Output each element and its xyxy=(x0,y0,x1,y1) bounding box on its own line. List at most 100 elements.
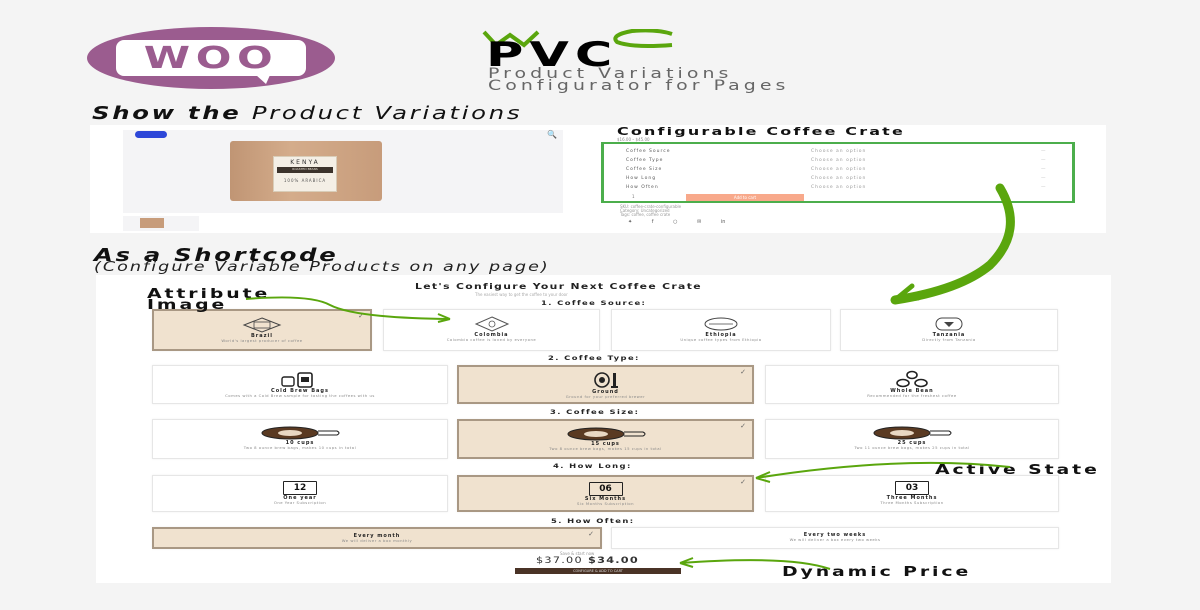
step-label-coffee-type: 2. Coffee Type: xyxy=(548,355,640,362)
option-card-ground[interactable]: ✓ Ground Ground for your preferred brewe… xyxy=(457,365,754,404)
step-label-how-often: 5. How Often: xyxy=(551,518,635,525)
clear-icon: — xyxy=(1041,185,1046,190)
woo-speech-bubble: WOO xyxy=(116,40,306,84)
coffee-cup-icon xyxy=(873,426,952,440)
check-icon: ✓ xyxy=(740,368,746,376)
section-subheading: (Configure Variable Products on any page… xyxy=(94,260,550,275)
thumbnail-bag-image xyxy=(140,218,164,228)
option-card-15-cups[interactable]: ✓ 15 cups Two 8 ounce brew bags, makes 1… xyxy=(457,419,754,459)
variation-row: How Long Choose an option — xyxy=(626,176,1046,185)
option-desc: We will deliver a box every two weeks xyxy=(789,537,881,542)
heading-light: Product Variations xyxy=(251,103,523,124)
email-icon[interactable]: ✉ xyxy=(697,219,702,225)
coffee-beans-icon xyxy=(896,370,928,388)
add-to-cart-button[interactable]: Add to cart xyxy=(686,194,804,201)
colombia-badge-icon xyxy=(474,316,509,332)
bag-variety: 100% ARABICA xyxy=(283,178,327,183)
variation-label: How Often xyxy=(626,185,659,190)
option-card-brazil[interactable]: ✓ Brazil World's largest producer of cof… xyxy=(152,309,372,351)
dynamic-price: $37.00 $34.00 xyxy=(536,556,639,566)
section-heading-show-variations: Show the Product Variations xyxy=(92,103,522,124)
variation-row: Coffee Size Choose an option — xyxy=(626,167,1046,176)
variation-select[interactable]: Choose an option xyxy=(811,176,867,181)
option-desc: Directly from Tanzania xyxy=(922,337,976,342)
option-card-three-months[interactable]: 03 Three Months Three Months Subscriptio… xyxy=(765,475,1059,512)
ground-coffee-icon xyxy=(593,372,618,388)
linkedin-icon[interactable]: in xyxy=(720,219,726,225)
quantity-input[interactable]: 1 xyxy=(632,194,635,199)
variation-select[interactable]: Choose an option xyxy=(811,149,867,154)
plugin-subtitle: Product Variations Configurator for Page… xyxy=(488,67,790,94)
option-name: Three Months xyxy=(886,495,938,501)
sale-badge xyxy=(135,131,167,138)
product-meta: SKU: coffee-crate-configurable Category:… xyxy=(620,205,681,217)
variation-label: Coffee Source xyxy=(626,149,671,154)
option-card-cold-brew-bags[interactable]: Cold Brew Bags Comes with a Cold Brew sa… xyxy=(152,365,448,404)
variation-label: Coffee Type xyxy=(626,158,664,163)
option-desc: Two 8 ounce brew bags, makes 10 cups in … xyxy=(243,445,357,450)
option-card-six-months[interactable]: ✓ 06 Six Months Six Months Subscription xyxy=(457,475,754,512)
calendar-icon: 03 xyxy=(895,481,929,495)
plugin-name: PVC xyxy=(486,35,619,75)
plugin-subtitle-line2: Configurator for Pages xyxy=(488,78,790,94)
option-name: Every two weeks xyxy=(803,532,867,538)
heading-bold: As a Shortcode xyxy=(94,245,339,266)
coffee-cup-icon xyxy=(567,427,645,441)
clear-icon: — xyxy=(1041,158,1046,163)
meta-tags: Tags: coffee, coffee crate xyxy=(620,212,671,217)
facebook-icon[interactable]: f xyxy=(651,219,654,225)
configure-add-to-cart-button[interactable]: CONFIGURE & ADD TO CART xyxy=(515,568,681,574)
option-card-25-cups[interactable]: 25 cups Two 11 ounce brew bags, makes 25… xyxy=(765,419,1059,459)
variation-select[interactable]: Choose an option xyxy=(811,167,867,172)
check-icon: ✓ xyxy=(740,422,746,430)
option-desc: Two 11 ounce brew bags, makes 25 cups in… xyxy=(854,445,970,450)
variation-select[interactable]: Choose an option xyxy=(811,185,867,190)
heading-bold: Show the xyxy=(92,103,242,124)
option-card-whole-bean[interactable]: Whole Bean Recommended for the freshest … xyxy=(765,365,1059,404)
option-name: Ethiopia xyxy=(705,332,737,338)
variation-select[interactable]: Choose an option xyxy=(811,158,867,163)
step-label-coffee-size: 3. Coffee Size: xyxy=(550,409,640,416)
check-icon: ✓ xyxy=(740,478,746,486)
pinterest-icon[interactable]: ○ xyxy=(673,219,678,225)
option-card-every-month[interactable]: ✓ Every month We will deliver a box mont… xyxy=(152,527,602,549)
step-label-how-long: 4. How Long: xyxy=(553,463,632,470)
callout-line2: Image xyxy=(147,298,228,313)
option-name: Six Months xyxy=(584,496,627,502)
woo-logo-text: WOO xyxy=(143,40,279,76)
option-name: Brazil xyxy=(251,333,273,339)
variation-row: Coffee Type Choose an option — xyxy=(626,158,1046,167)
product-title: Configurable Coffee Crate xyxy=(617,125,905,138)
product-price-range: $16.00 – $45.00 xyxy=(617,137,650,142)
option-card-one-year[interactable]: 12 One year One Year Subscription xyxy=(152,475,448,512)
option-card-10-cups[interactable]: 10 cups Two 8 ounce brew bags, makes 10 … xyxy=(152,419,448,459)
variation-row: How Often Choose an option — xyxy=(626,185,1046,194)
clear-icon: — xyxy=(1041,149,1046,154)
option-name: One year xyxy=(283,495,317,501)
option-card-colombia[interactable]: Colombia Colombia coffee is loved by eve… xyxy=(383,309,600,351)
option-card-every-two-weeks[interactable]: Every two weeks We will deliver a box ev… xyxy=(611,527,1059,549)
callout-active-state: Active State xyxy=(935,463,1100,478)
option-desc: Colombia coffee is loved by everyone xyxy=(446,337,537,342)
magnify-icon[interactable]: 🔍 xyxy=(547,130,557,139)
clear-icon: — xyxy=(1041,176,1046,181)
section-heading-shortcode: As a Shortcode xyxy=(94,245,338,266)
variations-table: Coffee Source Choose an option — Coffee … xyxy=(601,142,1075,203)
option-desc: Two 8 ounce brew bags, makes 15 cups in … xyxy=(549,446,662,451)
option-name: 25 cups xyxy=(897,440,927,446)
option-name: Cold Brew Bags xyxy=(271,388,329,394)
variation-label: How Long xyxy=(626,176,657,181)
option-card-tanzania[interactable]: Tanzania Directly from Tanzania xyxy=(840,309,1058,351)
twitter-icon[interactable]: ✦ xyxy=(628,219,633,225)
option-name: Whole Bean xyxy=(890,388,934,394)
cold-brew-bag-icon xyxy=(281,372,313,388)
price-note: Save & start now xyxy=(560,551,595,556)
bag-band: ROASTED BEANS xyxy=(277,167,333,173)
option-card-ethiopia[interactable]: Ethiopia Unique coffee types from Ethiop… xyxy=(611,309,831,351)
option-name: Every month xyxy=(353,533,401,539)
option-desc: Six Months Subscription xyxy=(576,501,635,506)
option-name: Tanzania xyxy=(932,332,966,338)
configurator-title: Let's Configure Your Next Coffee Crate xyxy=(415,282,702,291)
price-new: $34.00 xyxy=(588,556,639,566)
option-desc: Ground for your preferred brewer xyxy=(565,394,646,399)
